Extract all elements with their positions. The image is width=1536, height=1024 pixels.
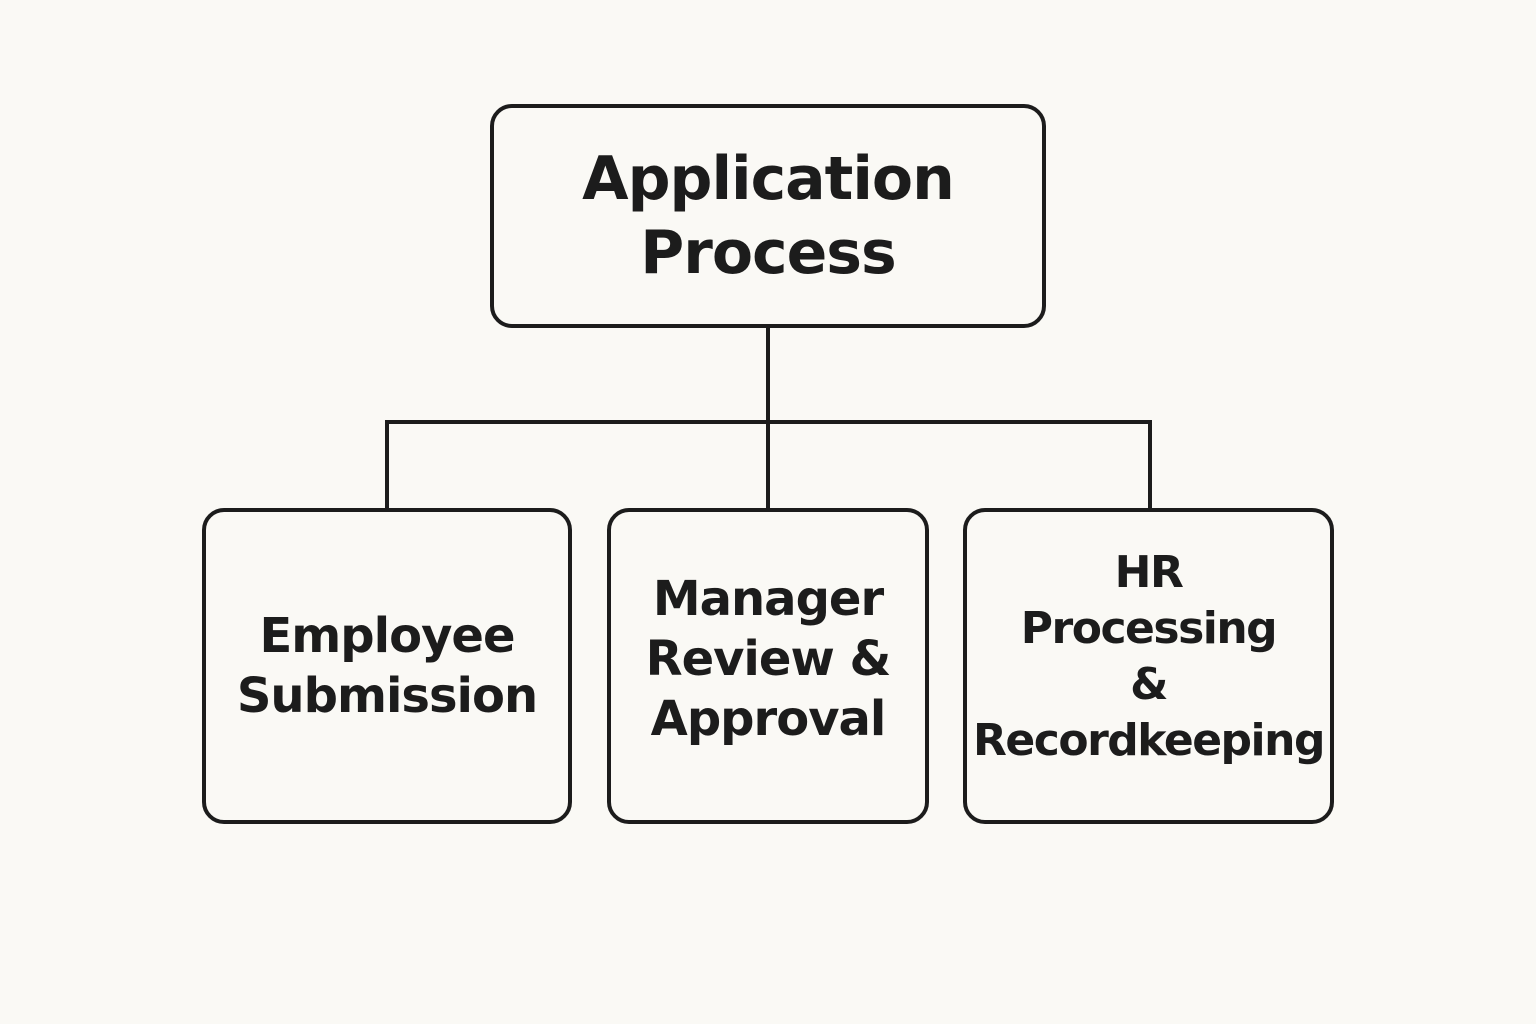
node-label-line: Process	[640, 218, 896, 288]
hr-processing-recordkeeping-node: HR Processing & Recordkeeping	[963, 508, 1334, 824]
employee-submission-node: Employee Submission	[202, 508, 572, 824]
node-label-line: Approval	[650, 691, 887, 747]
node-label-line: Review &	[645, 631, 892, 687]
node-label-line: Submission	[236, 668, 538, 724]
node-label-line: &	[1130, 659, 1168, 710]
node-label-line: Application	[582, 144, 955, 214]
node-label-line: Employee	[259, 608, 516, 664]
node-label-line: Processing	[1020, 603, 1278, 654]
node-label-line: Manager	[652, 571, 884, 627]
manager-review-approval-node: Manager Review & Approval	[607, 508, 929, 824]
node-label-line: HR	[1114, 547, 1184, 598]
node-label-line: Recordkeeping	[973, 715, 1325, 766]
application-process-node: Application Process	[490, 104, 1046, 328]
